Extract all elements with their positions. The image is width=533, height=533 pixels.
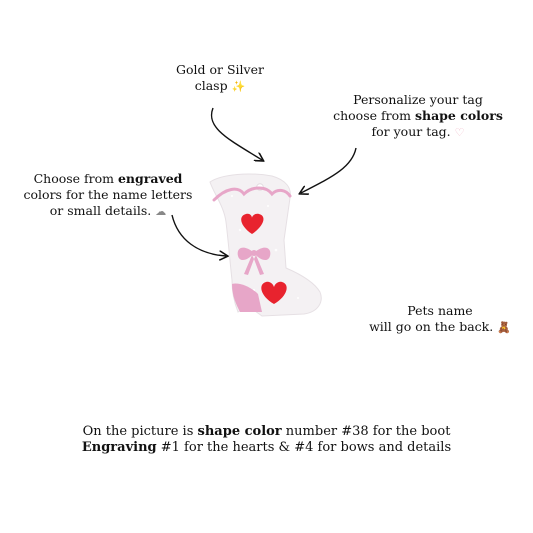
- shape-color-arrow: [301, 147, 357, 193]
- footer-line1: On the picture is shape color number #38…: [82, 424, 451, 439]
- toe-heart: [261, 281, 287, 304]
- footer-line2: Engraving #1 for the hearts & #4 for bow…: [81, 440, 452, 455]
- pets-line2: will go on the back. 🧸: [369, 319, 511, 334]
- bow: [237, 247, 271, 275]
- teddy-bear-icon: 🧸: [497, 321, 511, 334]
- sparkle-icon: ✨: [231, 80, 246, 93]
- collar-stitch: [212, 186, 292, 202]
- engraved-arrow: [171, 214, 226, 256]
- personalize-line2: choose from shape colors: [333, 108, 503, 123]
- clasp-line2: clasp ✨: [194, 78, 246, 93]
- engraved-line2: colors for the name letters: [23, 187, 193, 202]
- cowboy-boot-tag: [209, 173, 322, 317]
- glitter-dots: [231, 195, 299, 299]
- boot-heel: [232, 283, 262, 312]
- boot-body: [209, 173, 322, 317]
- top-heart: [241, 213, 264, 234]
- shape-color-callout: Personalize your tag choose from shape c…: [318, 92, 518, 141]
- cloud-icon: ☁: [155, 205, 167, 218]
- clasp-arrow: [210, 107, 262, 160]
- clasp-callout: Gold or Silver clasp ✨: [160, 62, 280, 95]
- footer-note: On the picture is shape color number #38…: [60, 424, 473, 456]
- engraved-line3: or small details. ☁: [49, 203, 167, 218]
- clasp-line1: Gold or Silver: [176, 62, 264, 77]
- pets-line1: Pets name: [407, 303, 473, 318]
- engraved-callout: Choose from engraved colors for the name…: [18, 171, 198, 220]
- personalize-line1: Personalize your tag: [353, 92, 483, 107]
- engraved-line1: Choose from engraved: [33, 171, 183, 186]
- pet-name-callout: Pets name will go on the back. 🧸: [350, 303, 530, 336]
- heart-icon: ♡: [454, 126, 465, 139]
- personalize-line3: for your tag. ♡: [371, 124, 465, 139]
